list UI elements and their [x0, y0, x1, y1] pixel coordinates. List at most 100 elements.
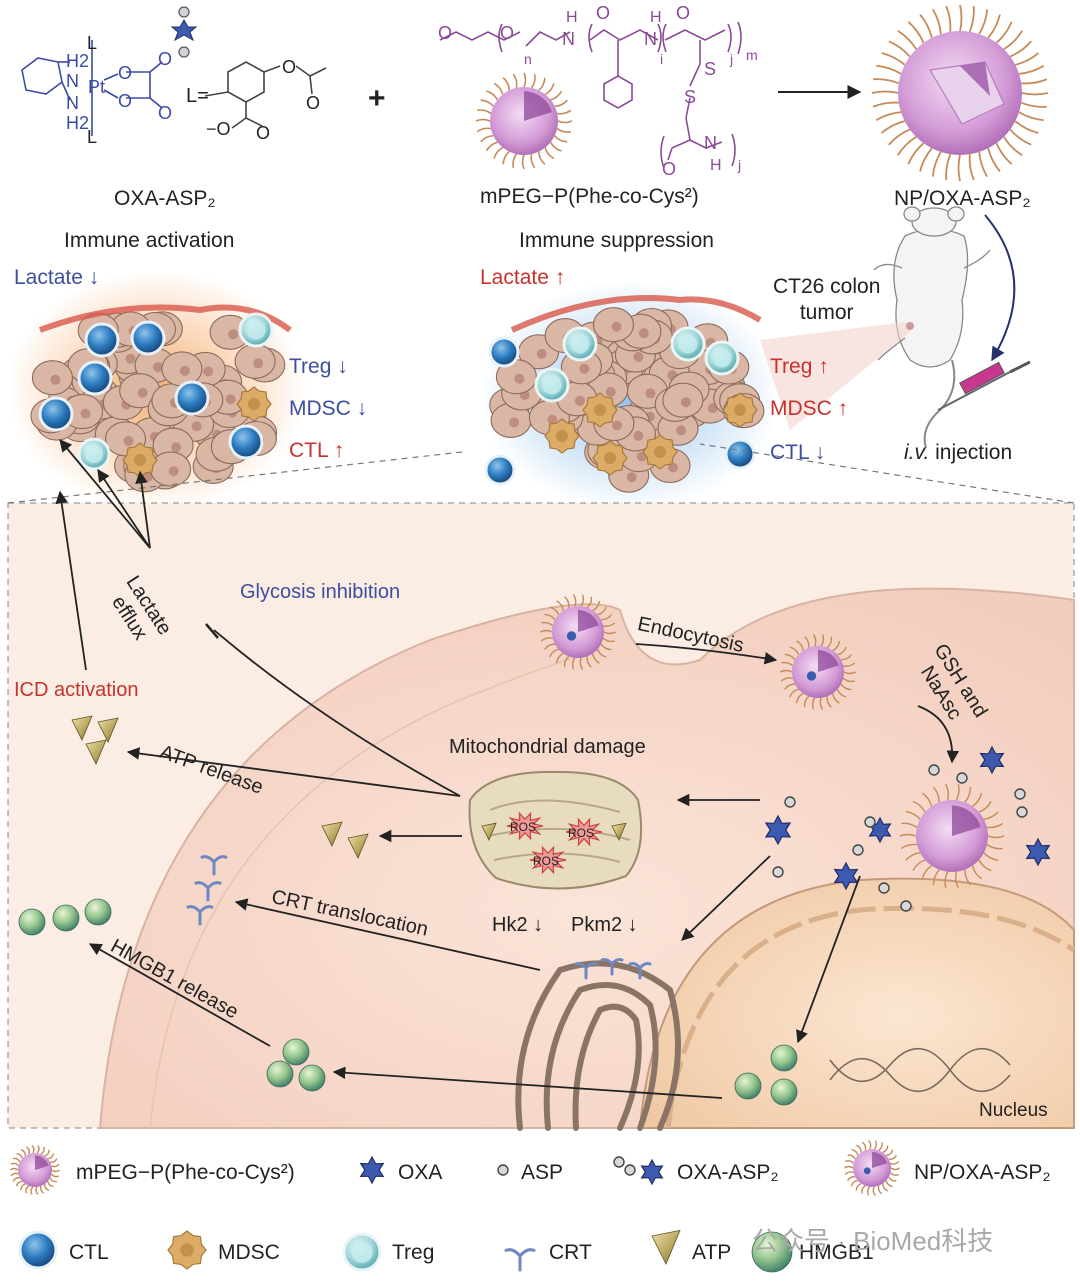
ctl-decrease: CTL ↓ — [770, 441, 826, 464]
polymer-o-carbonyl-1: O — [596, 3, 611, 23]
ligand-o-acid: O — [256, 123, 271, 143]
polymer-sub-j: j — [730, 51, 734, 67]
asp-molecule — [852, 844, 864, 856]
ros-burst — [565, 817, 603, 847]
ros-burst — [529, 845, 567, 875]
atp-released — [97, 717, 119, 743]
pathway-arrows — [55, 439, 960, 1099]
nucleus — [638, 877, 1075, 1129]
polymer-o-methoxy: O — [438, 23, 453, 43]
ligand-definition: L= — [186, 85, 209, 107]
asp-molecule — [864, 816, 876, 828]
asp-molecule — [1014, 788, 1026, 800]
nanoparticle-internalized — [779, 634, 857, 710]
legend-label-atp: ATP — [692, 1241, 732, 1264]
hmgb1-nucleus — [770, 1078, 798, 1106]
glycolysis-inhibition-label: Glycosis inhibition — [240, 581, 401, 603]
legend-label-treg: Treg — [392, 1241, 435, 1264]
polymer-o-carbonyl-2: O — [676, 3, 691, 23]
nuclear-envelope — [665, 905, 1076, 1129]
legend-oxa-asp-icon — [640, 1158, 664, 1186]
polymer-structure — [439, 21, 742, 169]
atom-n-bottom: N — [66, 93, 79, 113]
watermark-text: 公众号 · BioMed科技 — [752, 1226, 994, 1256]
asp-molecule — [900, 900, 912, 912]
atp-mito — [611, 822, 627, 841]
injection-word: injection — [929, 441, 1013, 464]
atp-cytosol — [347, 833, 369, 859]
crt-receptor-er — [600, 958, 624, 976]
blood-vessel-suppression — [510, 295, 762, 333]
legend-label-np-oxa-asp: NP/OXA-ASP₂ — [914, 1161, 1051, 1184]
atom-o-3: O — [158, 49, 173, 69]
legend-atp-icon — [651, 1229, 681, 1265]
mdsc-decrease: MDSC ↓ — [289, 397, 368, 420]
ros-label-2: ROS — [568, 826, 595, 840]
tumor-zoom-beam — [760, 322, 910, 430]
polymer-s-2: S — [684, 87, 697, 107]
polymer-n-1: N — [562, 29, 575, 49]
polymer-sub-n: n — [524, 51, 532, 67]
ligand-structure — [204, 61, 327, 129]
polymer-h-1: H — [566, 9, 578, 26]
hmgb1-released — [84, 898, 112, 926]
atom-o-2: O — [118, 91, 133, 111]
ctl-cell-suppression — [724, 438, 756, 470]
pkm2-label: Pkm2 ↓ — [571, 914, 638, 936]
polymer-o-chain: O — [500, 23, 515, 43]
hmgb1-cytosol — [266, 1060, 294, 1088]
atom-o-4: O — [158, 103, 173, 123]
oxa-asp-label: OXA-ASP₂ — [114, 187, 216, 210]
legend-label-polymer: mPEG−P(Phe-co-Cys²) — [76, 1161, 295, 1184]
polymer-sub-j-bottom: j — [738, 157, 742, 173]
ctl-increase: CTL ↑ — [289, 439, 345, 462]
np-oxa-asp-label: NP/OXA-ASP₂ — [894, 187, 1031, 210]
legend-label-ctl: CTL — [69, 1241, 109, 1264]
atom-h2-bottom: H2 — [66, 113, 90, 133]
hmgb1-nucleus — [734, 1072, 762, 1100]
legend-label-crt: CRT — [549, 1241, 592, 1264]
ros-bursts — [506, 811, 603, 875]
oxa-star-icon-top — [170, 6, 198, 58]
mitochondrion — [468, 770, 643, 890]
nanoparticle-degraded — [899, 783, 1005, 889]
injection-path-arrow — [984, 214, 1016, 362]
hk2-label: Hk2 ↓ — [492, 914, 544, 936]
atom-pt: Pt — [88, 77, 106, 97]
atom-o-1: O — [118, 63, 133, 83]
mdsc-increase: MDSC ↑ — [770, 397, 849, 420]
polymer-sub-i: i — [660, 51, 664, 67]
ctl-cell-suppression — [488, 336, 520, 368]
asp-molecule — [878, 882, 890, 894]
atom-l-top: L — [87, 33, 98, 53]
ctl-cell-activation — [174, 380, 210, 416]
polymer-o-carbonyl-3: O — [662, 159, 677, 179]
asp-molecule — [956, 772, 968, 784]
ctl-cell-activation — [228, 424, 264, 460]
hmgb1-cytosol — [298, 1064, 326, 1092]
oxa-star — [833, 861, 859, 891]
ctl-cell-suppression — [484, 454, 516, 486]
hmgb1-released — [52, 904, 80, 932]
asp-molecule — [1016, 806, 1028, 818]
ligand-carboxylate: −O — [206, 119, 231, 139]
legend-label-oxa-asp: OXA-ASP₂ — [677, 1161, 779, 1184]
crt-receptor — [186, 905, 214, 926]
injection-route: i.v. — [904, 441, 930, 464]
atp-released — [71, 715, 93, 741]
legend-asp-icon — [497, 1164, 509, 1176]
ctl-cell-activation — [130, 320, 166, 356]
crt-receptor — [194, 881, 222, 902]
ligand-o-carbonyl: O — [306, 93, 321, 113]
immune-activation-title: Immune activation — [64, 229, 235, 252]
tumor-mass-activation — [30, 304, 292, 493]
ctl-cell-activation — [38, 396, 74, 432]
icd-activation-label: ICD activation — [14, 679, 139, 701]
ligand-o-ester: O — [282, 57, 297, 77]
legend-label-mdsc: MDSC — [218, 1241, 280, 1264]
atom-n-top: N — [66, 71, 79, 91]
cell-panel-items — [18, 594, 1051, 1106]
oxa-star — [764, 814, 792, 846]
treg-decrease: Treg ↓ — [289, 355, 348, 378]
